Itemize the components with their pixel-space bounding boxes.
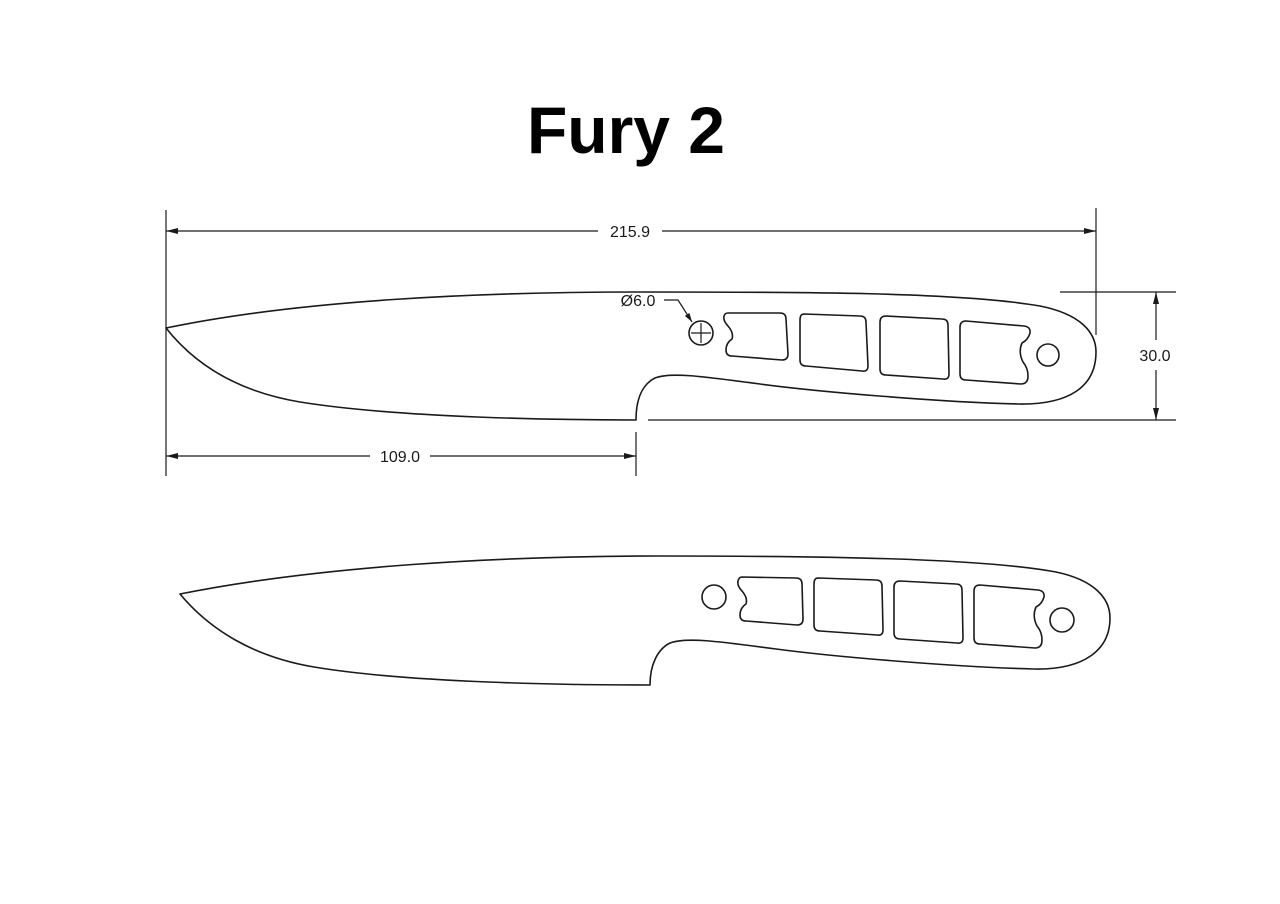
- pin-hole-bottom: [701, 584, 727, 610]
- blade-length-label: 109.0: [380, 449, 420, 466]
- handle-cutout-2: [799, 313, 869, 372]
- hole-diameter-label: Ø6.0: [621, 293, 656, 310]
- pin-hole: [688, 320, 714, 346]
- knife-bottom-view: [179, 555, 1111, 686]
- handle-cutout-b2: [813, 577, 884, 636]
- handle-cutout-1: [723, 312, 789, 361]
- knife-outline-bottom: [179, 555, 1111, 686]
- overall-length-label: 215.9: [610, 224, 650, 241]
- dimension-overall-length: 215.9: [165, 208, 1097, 476]
- handle-cutout-b3: [893, 580, 964, 644]
- dimension-blade-length: 109.0: [166, 432, 637, 476]
- hole-diameter-leader: [664, 299, 693, 323]
- handle-cutout-b4: [973, 584, 1045, 649]
- dimension-height: 30.0: [648, 291, 1176, 421]
- height-label: 30.0: [1139, 348, 1170, 365]
- knife-top-view: [165, 291, 1097, 421]
- lanyard-hole: [1036, 343, 1060, 367]
- handle-cutout-b1: [737, 576, 804, 626]
- page-title: Fury 2: [527, 93, 725, 167]
- handle-cutout-3: [879, 315, 950, 380]
- lanyard-hole-bottom: [1049, 607, 1075, 633]
- knife-outline-top: [165, 291, 1097, 421]
- dimension-hole-diameter: Ø6.0: [621, 293, 693, 323]
- handle-cutout-4: [959, 320, 1031, 385]
